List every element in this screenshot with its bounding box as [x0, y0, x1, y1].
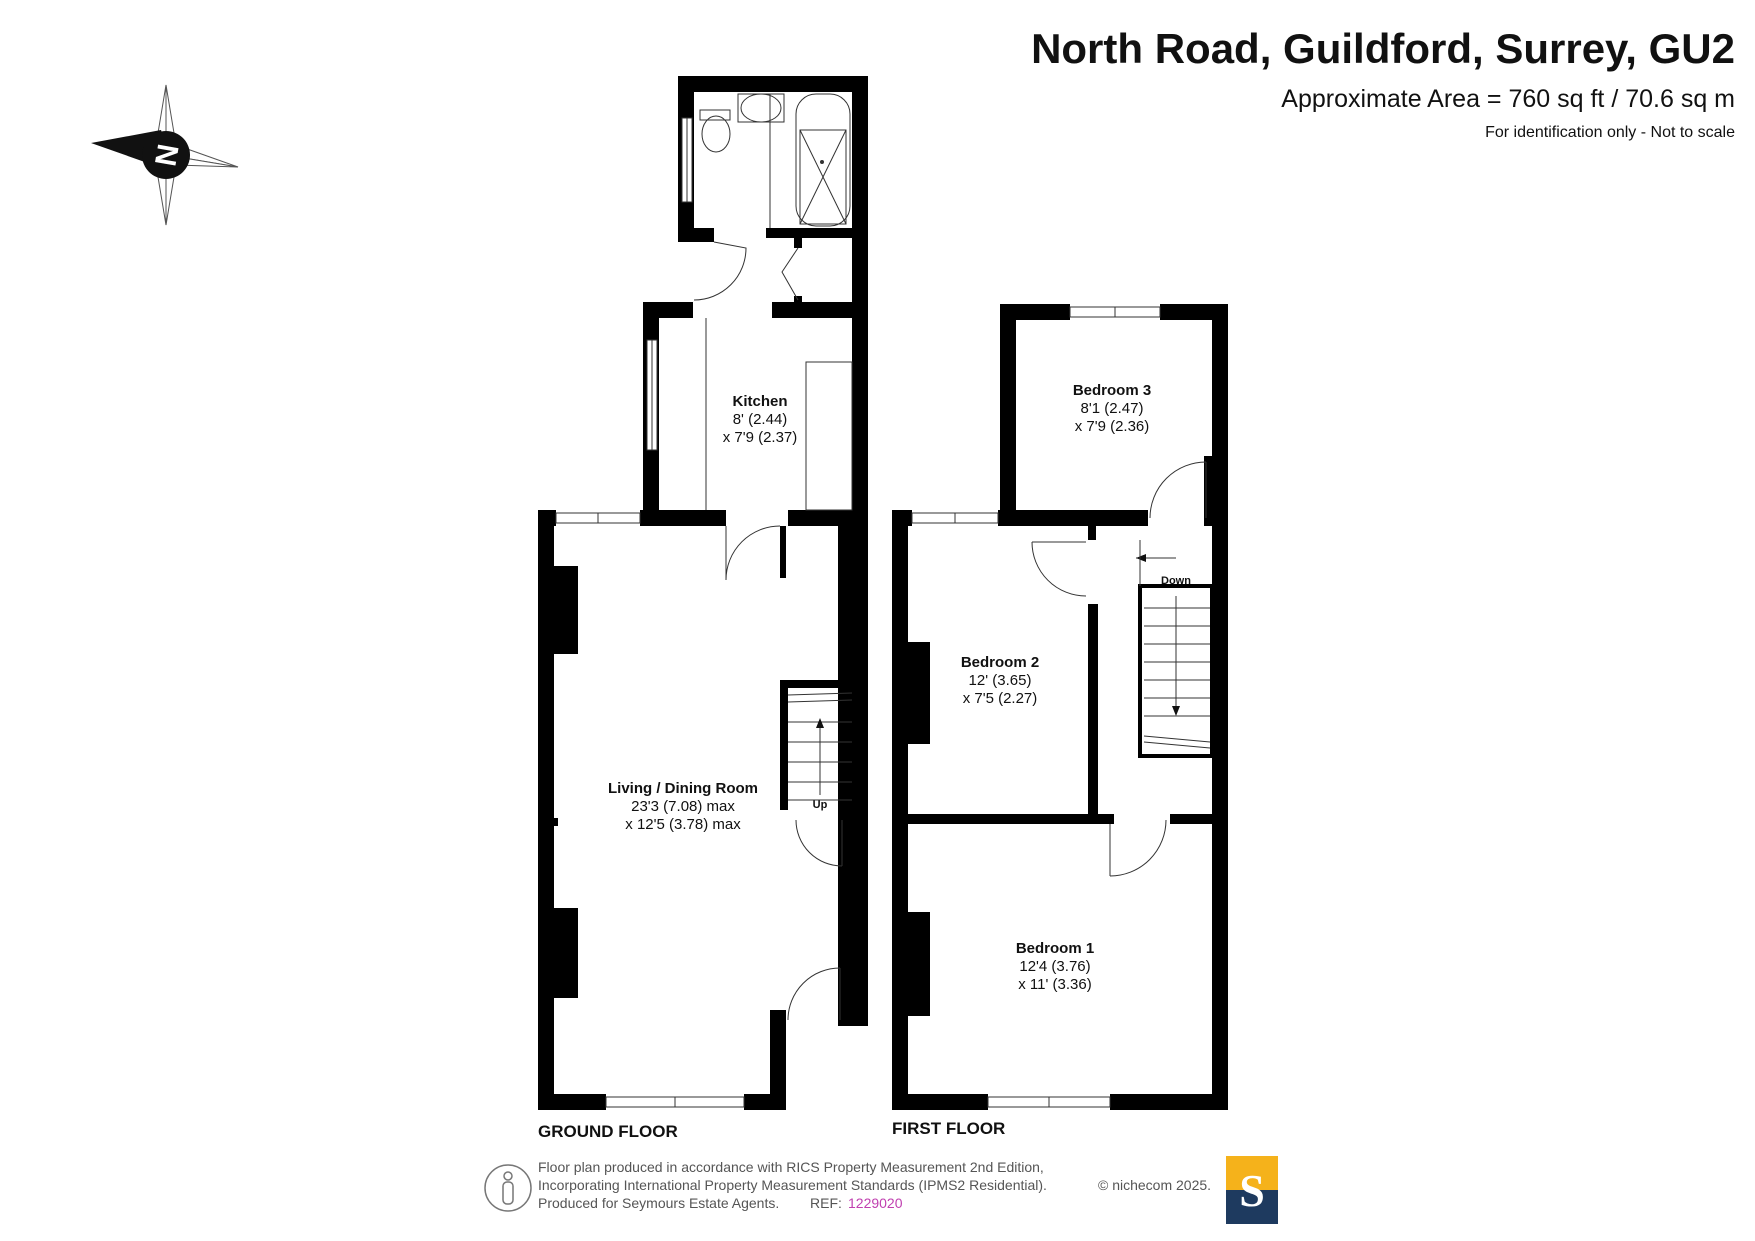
stairs-up-label: Up	[813, 799, 828, 811]
room-name-kitchen: Kitchen	[732, 393, 787, 410]
ground-floor-label: GROUND FLOOR	[538, 1122, 678, 1141]
stairs-down-label: Down	[1161, 575, 1191, 587]
identification-note: For identification only - Not to scale	[1485, 124, 1735, 141]
compass-rose-icon: N	[91, 84, 239, 226]
footer-copyright: © nichecom 2025.	[1098, 1177, 1211, 1193]
room-dim2-living-dining: x 12'5 (3.78) max	[625, 816, 741, 833]
page-title: North Road, Guildford, Surrey, GU2	[1031, 25, 1735, 72]
room-name-bedroom-2: Bedroom 2	[961, 654, 1039, 671]
footer-line-3: Produced for Seymours Estate Agents.	[538, 1195, 779, 1211]
footer-ref-value: 1229020	[848, 1195, 903, 1211]
first-floor-plan	[892, 304, 1228, 1110]
approximate-area: Approximate Area = 760 sq ft / 70.6 sq m	[1281, 85, 1735, 113]
room-dim1-living-dining: 23'3 (7.08) max	[631, 798, 735, 815]
ipms-person-icon	[484, 1164, 532, 1212]
first-floor-stairs	[1136, 540, 1214, 758]
room-dim1-bedroom-3: 8'1 (2.47)	[1081, 400, 1144, 417]
room-name-bedroom-3: Bedroom 3	[1073, 382, 1151, 399]
wall	[538, 510, 554, 1110]
room-dim2-bedroom-2: x 7'5 (2.27)	[963, 690, 1038, 707]
room-dim1-bedroom-1: 12'4 (3.76)	[1019, 958, 1090, 975]
room-name-bedroom-1: Bedroom 1	[1016, 940, 1094, 957]
room-dim1-bedroom-2: 12' (3.65)	[969, 672, 1032, 689]
room-dim1-kitchen: 8' (2.44)	[733, 411, 788, 428]
logo-letter: S	[1239, 1165, 1265, 1216]
room-dim2-kitchen: x 7'9 (2.37)	[723, 429, 798, 446]
room-dim2-bedroom-3: x 7'9 (2.36)	[1075, 418, 1150, 435]
room-name-living-dining: Living / Dining Room	[608, 780, 758, 797]
first-floor-label: FIRST FLOOR	[892, 1119, 1005, 1138]
footer-line-1: Floor plan produced in accordance with R…	[538, 1159, 1044, 1175]
seymours-logo: S	[1226, 1156, 1278, 1224]
ground-floor-stairs	[787, 692, 853, 801]
ground-floor-plan: Up	[538, 76, 868, 1110]
room-dim2-bedroom-1: x 11' (3.36)	[1018, 976, 1091, 993]
footer-line-2: Incorporating International Property Mea…	[538, 1177, 1047, 1193]
footer-ref-label: REF:	[810, 1195, 842, 1211]
